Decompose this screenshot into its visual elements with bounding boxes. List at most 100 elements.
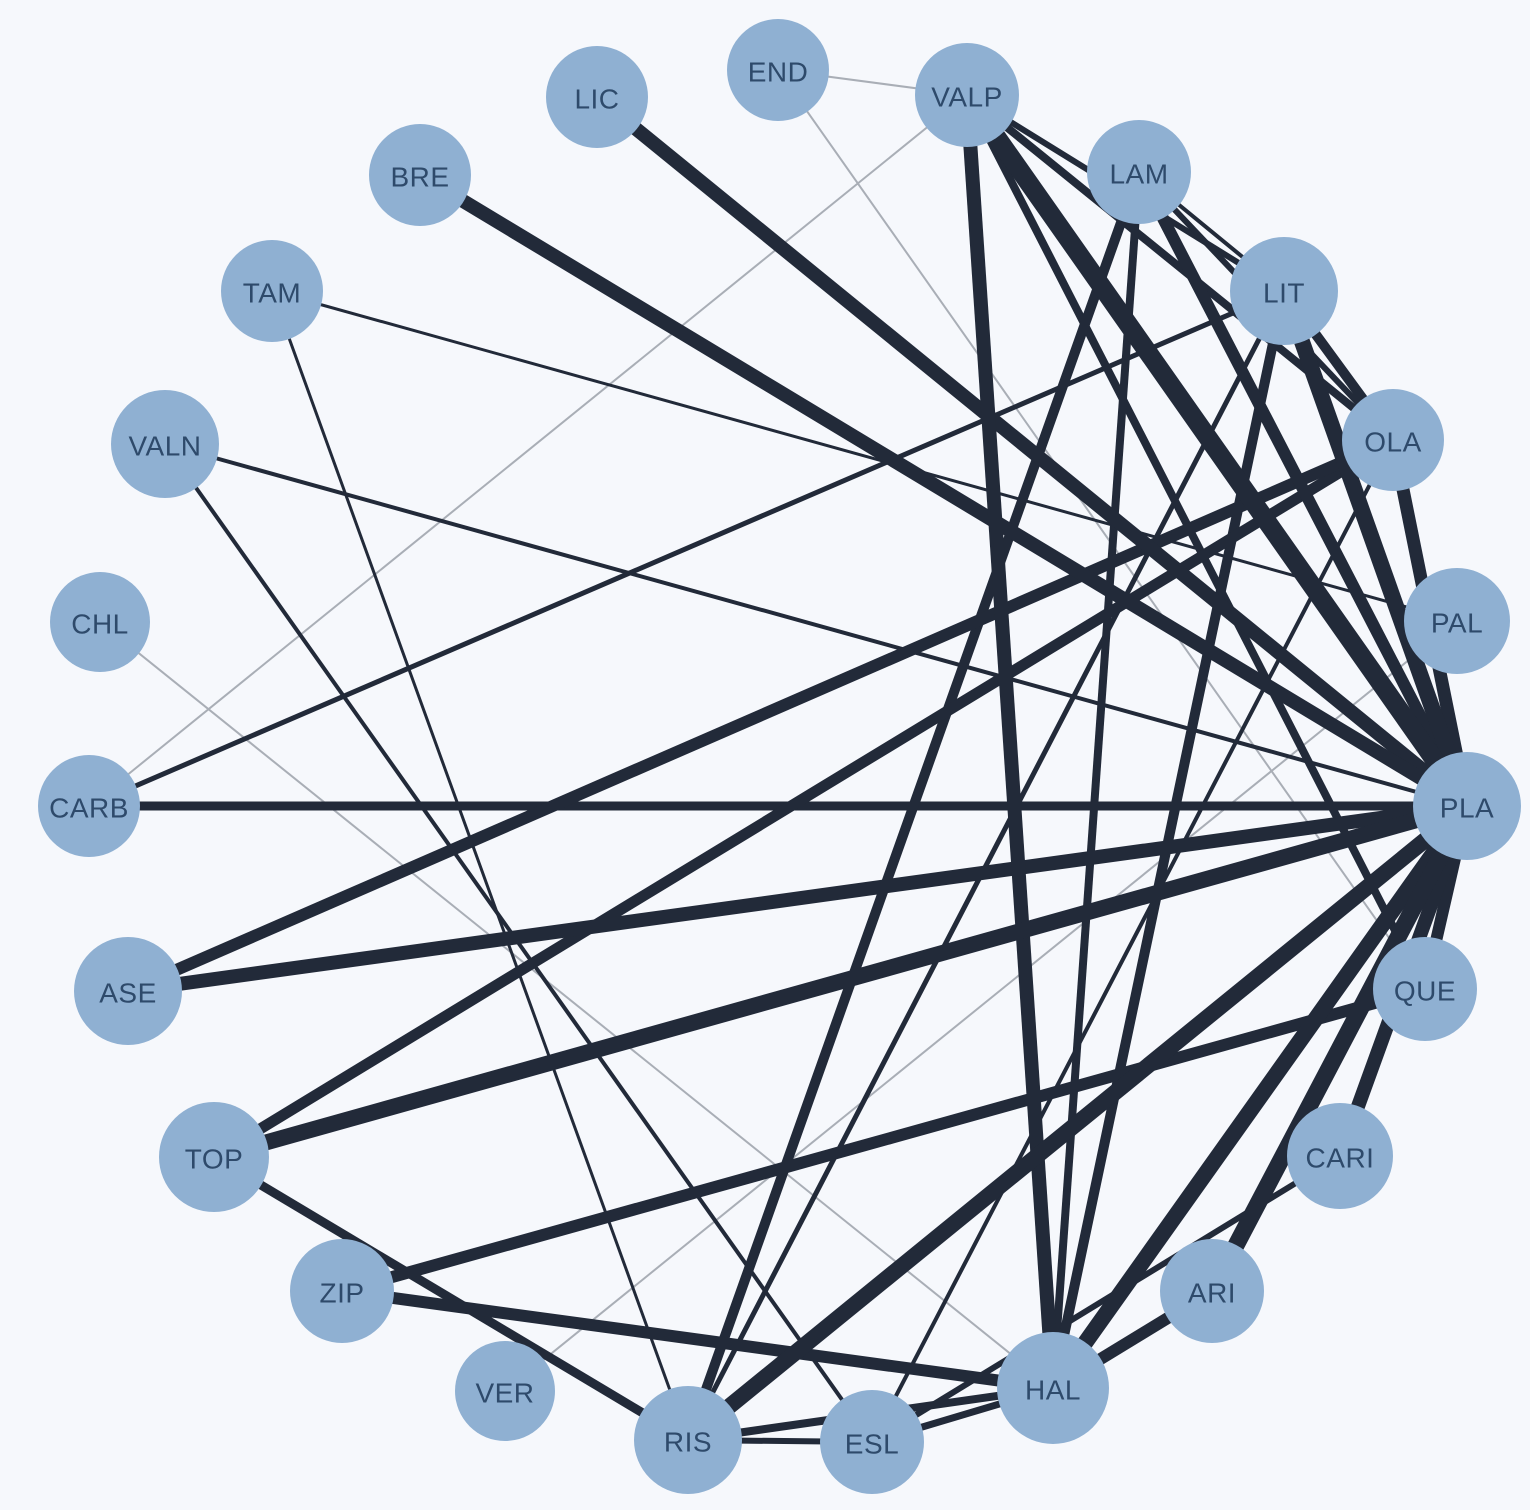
node-circle-TOP[interactable] [159, 1102, 269, 1212]
node-PLA[interactable]: PLA [1413, 752, 1521, 860]
edge-ZIP-HAL [341, 1285, 1054, 1394]
node-circle-HAL[interactable] [997, 1332, 1109, 1444]
edge-TAM-PAL [271, 289, 1458, 623]
node-circle-ARI[interactable] [1160, 1239, 1264, 1343]
node-label-END: END [748, 57, 809, 88]
node-circle-CARB[interactable] [38, 755, 140, 857]
edge-BRE-PLA [416, 169, 1471, 812]
node-label-CARI: CARI [1306, 1143, 1375, 1174]
edges-layer [88, 69, 1475, 1447]
node-circle-CHL[interactable] [50, 572, 150, 672]
node-circle-LAM[interactable] [1087, 120, 1191, 224]
node-label-PLA: PLA [1440, 793, 1494, 824]
nodes-layer: END VALP LIC BRE TAM VALN CHL CARB ASE TOP ZIP VER R… [38, 19, 1521, 1494]
node-label-CHL: CHL [71, 609, 129, 640]
edge-RIS-PLA [682, 799, 1473, 1447]
node-VALP[interactable]: VALP [915, 43, 1019, 147]
edge-LIT-HAL [1048, 289, 1289, 1390]
node-circle-PAL[interactable] [1404, 568, 1510, 674]
edge-VALP-PLA [959, 89, 1475, 812]
node-label-CARB: CARB [49, 793, 129, 824]
node-LAM[interactable]: LAM [1087, 120, 1191, 224]
node-HAL[interactable]: HAL [997, 1332, 1109, 1444]
node-label-RIS: RIS [664, 1427, 712, 1458]
node-TAM[interactable]: TAM [221, 240, 323, 342]
edge-ZIP-QUE [340, 983, 1427, 1297]
node-label-VALN: VALN [128, 431, 201, 462]
node-label-LIC: LIC [574, 84, 619, 115]
edge-ASE-OLA [125, 434, 1396, 997]
node-circle-ASE[interactable] [74, 937, 182, 1045]
node-circle-LIC[interactable] [546, 46, 648, 148]
node-circle-VALP[interactable] [915, 43, 1019, 147]
node-label-ASE: ASE [99, 978, 157, 1009]
node-circle-ZIP[interactable] [290, 1239, 394, 1343]
node-label-PAL: PAL [1431, 608, 1483, 639]
node-CARI[interactable]: CARI [1287, 1103, 1393, 1209]
node-CHL[interactable]: CHL [50, 572, 150, 672]
node-circle-VER[interactable] [455, 1341, 555, 1441]
node-label-TOP: TOP [185, 1144, 244, 1175]
node-circle-BRE[interactable] [369, 124, 471, 226]
node-label-ZIP: ZIP [319, 1278, 364, 1309]
node-ZIP[interactable]: ZIP [290, 1239, 394, 1343]
node-circle-VALN[interactable] [111, 390, 219, 498]
edge-END-QUE [777, 69, 1426, 990]
node-label-QUE: QUE [1394, 976, 1456, 1007]
edge-LIT-PLA [1276, 288, 1475, 809]
node-circle-ESL[interactable] [820, 1390, 924, 1494]
edge-TAM-RIS [270, 290, 690, 1441]
node-label-ESL: ESL [845, 1429, 899, 1460]
edge-TOP-RIS [211, 1153, 691, 1444]
node-BRE[interactable]: BRE [369, 124, 471, 226]
node-OLA[interactable]: OLA [1342, 389, 1444, 491]
node-circle-CARI[interactable] [1287, 1103, 1393, 1209]
node-label-VER: VER [475, 1378, 534, 1409]
edge-VER-PAL [504, 620, 1458, 1392]
edge-VALN-PLA [164, 442, 1468, 808]
node-PAL[interactable]: PAL [1404, 568, 1510, 674]
node-label-LAM: LAM [1109, 159, 1168, 190]
edge-CARB-LIT [88, 288, 1285, 809]
node-TOP[interactable]: TOP [159, 1102, 269, 1212]
node-END[interactable]: END [727, 19, 829, 121]
node-VER[interactable]: VER [455, 1341, 555, 1441]
node-label-VALP: VALP [931, 82, 1003, 113]
node-label-OLA: OLA [1364, 427, 1422, 458]
edge-OLA-ESL [870, 439, 1395, 1443]
edge-LAM-HAL [1049, 171, 1143, 1389]
node-ESL[interactable]: ESL [820, 1390, 924, 1494]
node-label-BRE: BRE [390, 162, 449, 193]
node-circle-PLA[interactable] [1413, 752, 1521, 860]
node-LIC[interactable]: LIC [546, 46, 648, 148]
node-label-TAM: TAM [243, 278, 302, 309]
node-circle-RIS[interactable] [634, 1386, 742, 1494]
node-ASE[interactable]: ASE [74, 937, 182, 1045]
node-circle-QUE[interactable] [1373, 937, 1477, 1041]
edge-LAM-PLA [1133, 169, 1473, 809]
edge-TOP-OLA [211, 435, 1396, 1162]
edge-ASE-PLA [127, 799, 1468, 998]
edge-LAM-RIS [683, 170, 1144, 1442]
node-label-HAL: HAL [1025, 1375, 1081, 1406]
node-circle-END[interactable] [727, 19, 829, 121]
edge-VALP-HAL [960, 94, 1060, 1389]
node-ARI[interactable]: ARI [1160, 1239, 1264, 1343]
edge-CHL-HAL [99, 621, 1054, 1389]
node-QUE[interactable]: QUE [1373, 937, 1477, 1041]
edge-LIC-PLA [592, 91, 1472, 812]
node-label-LIT: LIT [1263, 278, 1305, 309]
node-RIS[interactable]: RIS [634, 1386, 742, 1494]
edge-PLA-ARI [1204, 802, 1475, 1295]
edge-TOP-PLA [211, 798, 1470, 1165]
node-CARB[interactable]: CARB [38, 755, 140, 857]
edge-VALP-CARB [88, 94, 968, 807]
node-circle-OLA[interactable] [1342, 389, 1444, 491]
node-VALN[interactable]: VALN [111, 390, 219, 498]
node-circle-TAM[interactable] [221, 240, 323, 342]
edge-PLA-HAL [1046, 801, 1474, 1393]
node-LIT[interactable]: LIT [1230, 237, 1338, 345]
node-circle-LIT[interactable] [1230, 237, 1338, 345]
